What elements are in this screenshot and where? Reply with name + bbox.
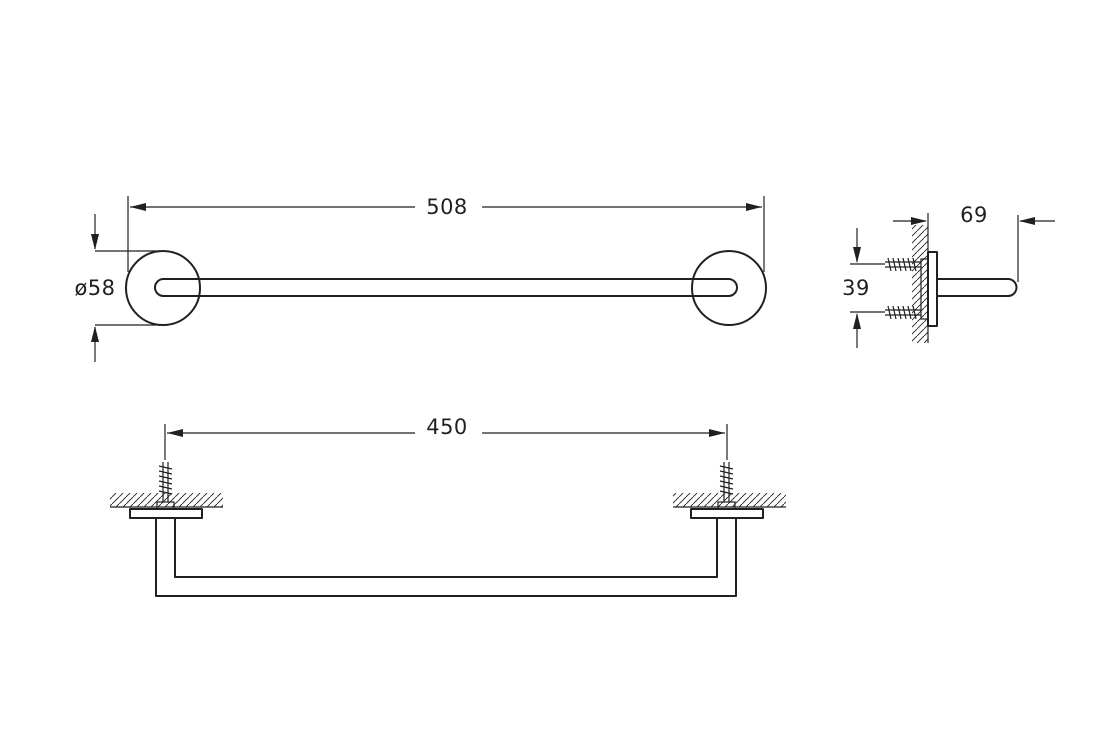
screw-left-top bbox=[158, 462, 173, 502]
mounting-flange-side bbox=[927, 251, 938, 327]
top-view bbox=[110, 462, 786, 597]
projection-label: 69 bbox=[960, 203, 988, 227]
towel-bar-outer-edge bbox=[155, 517, 737, 597]
left-rosette bbox=[125, 250, 201, 326]
dimension-overall-length: 508 bbox=[127, 195, 765, 272]
screw-upper-side bbox=[885, 257, 921, 272]
dimension-rosette-diameter: ø58 bbox=[74, 214, 160, 362]
dimension-mount-distance: 450 bbox=[164, 415, 728, 460]
wall-section-side bbox=[912, 225, 928, 343]
front-view bbox=[125, 250, 767, 326]
side-view bbox=[885, 225, 1018, 343]
wall-section-left bbox=[110, 493, 223, 507]
screw-spacing-label: 39 bbox=[842, 276, 870, 300]
mount-distance-label: 450 bbox=[426, 415, 468, 439]
screw-lower-side bbox=[885, 305, 921, 320]
overall-length-label: 508 bbox=[426, 195, 468, 219]
right-rosette bbox=[691, 250, 767, 326]
screw-right-top bbox=[719, 462, 734, 502]
dimension-screw-spacing: 39 bbox=[842, 228, 885, 348]
dimension-projection: 69 bbox=[893, 203, 1055, 282]
towel-bar-side bbox=[936, 278, 1018, 297]
towel-bar-inner-edge bbox=[174, 517, 718, 578]
mounting-flange-left bbox=[129, 508, 203, 519]
mounting-flange-right bbox=[690, 508, 764, 519]
towel-bar-front bbox=[154, 278, 738, 297]
rosette-diameter-label: ø58 bbox=[74, 276, 115, 300]
